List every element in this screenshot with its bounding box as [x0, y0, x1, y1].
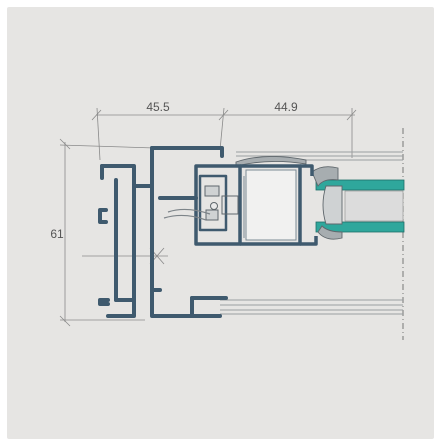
dimension-label-left-width: 45.5	[146, 100, 170, 114]
witness-line-middle	[219, 107, 225, 151]
witness-line-left	[96, 107, 101, 161]
tick-mark	[59, 138, 71, 150]
locking-hardware	[163, 185, 239, 221]
tick-mark	[346, 109, 357, 121]
drawing-panel: 45.5 44.9 61	[7, 7, 434, 439]
window-profile-section-drawing: 45.5 44.9 61	[50, 100, 405, 340]
witness-line-top	[59, 144, 156, 149]
aluminium-frame-profile	[98, 146, 228, 318]
gaskets	[235, 155, 343, 240]
glass-spacer	[344, 190, 404, 222]
thermal-break-chamber	[245, 169, 297, 241]
insulated-glass-unit	[315, 179, 405, 233]
sash-body	[240, 164, 302, 246]
locking-block	[205, 209, 219, 221]
glass-pane-outer	[315, 179, 405, 191]
tick-mark	[91, 109, 102, 121]
hardware-housing	[221, 195, 239, 215]
tick-mark	[218, 109, 229, 121]
frame-rails	[220, 151, 403, 315]
gasket-bottom	[317, 225, 343, 240]
locking-block	[204, 185, 220, 197]
dimension-label-height: 61	[50, 227, 64, 241]
gasket-top-rail	[235, 155, 307, 167]
frame-top-flange	[150, 146, 224, 158]
locking-pin	[210, 202, 218, 210]
gasket-top	[311, 166, 339, 187]
glass-pane-inner	[315, 221, 405, 233]
glazing-bead	[322, 185, 343, 225]
sash-inner-chamber	[198, 174, 228, 232]
frame-outer-channel	[100, 164, 136, 318]
dimension-label-right-width: 44.9	[274, 100, 298, 114]
sash-outer-chamber	[194, 164, 242, 246]
tick-mark	[59, 315, 71, 327]
frame-main-web	[150, 146, 222, 318]
sealing-strip	[167, 208, 211, 215]
sealing-strip	[163, 214, 207, 221]
sash-profile	[194, 164, 318, 246]
